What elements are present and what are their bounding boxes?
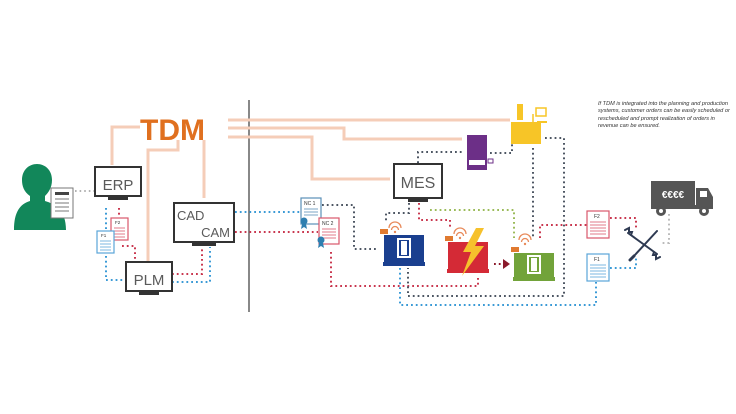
mes-red-machine-link: [418, 203, 451, 228]
cadcam-monitor[interactable]: CAD CAM: [173, 202, 235, 246]
certificate-seal-icon: [300, 217, 308, 225]
machine-status-light: [380, 229, 388, 234]
green-f2-red-link: [539, 224, 587, 238]
machine-status-light: [445, 236, 453, 241]
tool-storage-yellow[interactable]: [511, 104, 547, 144]
machine-green[interactable]: [511, 233, 555, 281]
tdm-to-plm-line: [146, 140, 180, 265]
certificate-seal-icon: [317, 236, 325, 244]
machine-red[interactable]: [445, 227, 489, 276]
document-nc2-label: NC 2: [322, 221, 334, 227]
tdm-to-purple-line: [228, 126, 462, 141]
truck-euro-label: €€€€: [662, 190, 685, 201]
document-f2-left[interactable]: F2: [110, 217, 129, 241]
tool-presetter-purple[interactable]: [467, 135, 494, 170]
document-f1-left-label: F1: [101, 233, 107, 238]
tdm-title: TDM: [140, 114, 205, 147]
yellow-bottom-link: [407, 137, 565, 297]
f2-plm-red-link: [122, 245, 136, 262]
lightning-icon: [462, 228, 484, 276]
tdm-connection-lines: [110, 118, 510, 265]
document-f1-left[interactable]: F1: [96, 230, 115, 254]
cam-label: CAM: [201, 225, 230, 240]
mes-monitor[interactable]: MES: [393, 163, 443, 202]
machine-blue[interactable]: [380, 221, 425, 266]
machine-status-light: [511, 247, 519, 252]
machine-f1-blue-link: [399, 268, 597, 306]
document-f1-right[interactable]: F1: [586, 253, 610, 282]
tdm-to-erp-line: [110, 125, 140, 165]
mes-green-machine-link: [430, 209, 515, 238]
plm-cad-red-link: [172, 247, 203, 275]
f2-tools-red-link: [610, 217, 637, 229]
cad-label: CAD: [177, 208, 204, 223]
arrow-icon: [503, 259, 510, 269]
plm-label: PLM: [134, 272, 165, 289]
erp-label: ERP: [103, 177, 134, 194]
erp-monitor[interactable]: ERP: [94, 166, 142, 200]
document-f2-left-label: F2: [115, 220, 121, 225]
wifi-icon: [388, 221, 402, 231]
document-f1-right-label: F1: [594, 257, 600, 263]
wifi-icon: [453, 227, 467, 237]
document-f2-right-label: F2: [594, 214, 600, 220]
document-nc1[interactable]: NC 1: [300, 197, 322, 229]
purple-yellow-link: [490, 143, 513, 154]
tdm-to-mes-line: [228, 135, 390, 181]
document-nc1-label: NC 1: [304, 201, 316, 207]
dotted-connections: [105, 137, 670, 306]
wifi-icon: [518, 233, 532, 243]
truck-tools-gray-link: [660, 214, 670, 244]
delivery-truck-icon: €€€€: [651, 181, 713, 216]
order-document-icon: [50, 187, 74, 219]
mes-blue-machine-link: [385, 203, 410, 222]
mes-label: MES: [401, 175, 436, 192]
description-note: If TDM is integrated into the planning a…: [598, 101, 730, 130]
document-f2-right[interactable]: F2: [586, 210, 610, 239]
plm-cad-blue-link: [172, 247, 211, 283]
mes-purple-link: [417, 151, 462, 163]
document-nc2[interactable]: NC 2: [317, 217, 340, 248]
nc1-machine-blue-link: [322, 204, 376, 250]
plm-monitor[interactable]: PLM: [125, 261, 173, 295]
wrench-screwdriver-icon: [624, 226, 661, 262]
